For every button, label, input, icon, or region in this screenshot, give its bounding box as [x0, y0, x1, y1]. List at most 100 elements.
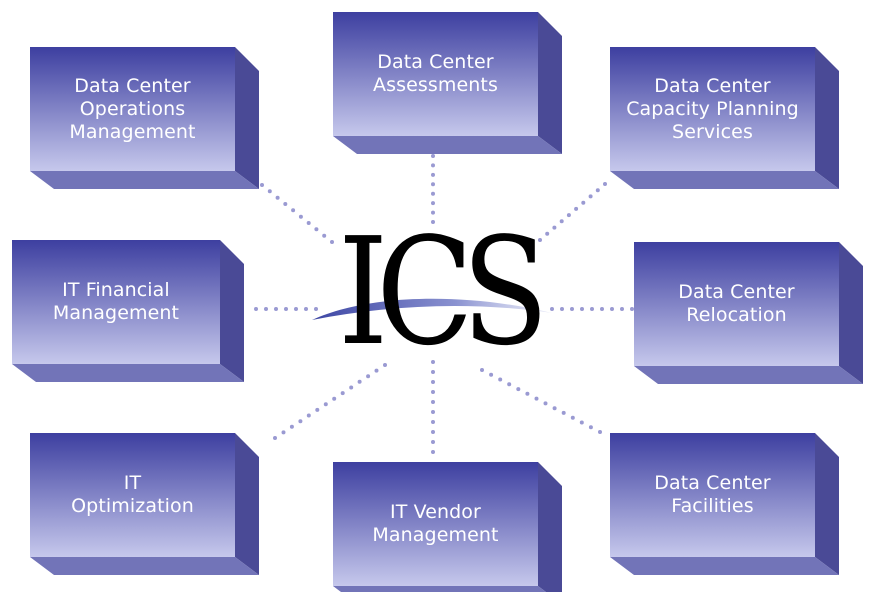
- connector-dot: [561, 410, 566, 415]
- connector-dot: [431, 380, 435, 384]
- ics-logo: ICS: [300, 206, 560, 378]
- connector-dot: [507, 382, 512, 387]
- box-front-face: [610, 433, 815, 557]
- box-bottom-face: [610, 557, 839, 575]
- box-bottom-face: [634, 366, 863, 384]
- connector-dot: [291, 208, 296, 213]
- connector-dot: [525, 391, 530, 396]
- box-side-face: [815, 433, 839, 575]
- box-side-face: [839, 242, 863, 384]
- box-front-face: [610, 47, 815, 171]
- connector-dot: [431, 360, 435, 364]
- connector-dot: [431, 370, 435, 374]
- box-3d-shape: [30, 47, 259, 189]
- box-front-face: [30, 47, 235, 171]
- box-bottom-face: [610, 171, 839, 189]
- connector-dot: [383, 363, 387, 367]
- box-label: IT Financial Management: [52, 279, 180, 324]
- connector-dot: [552, 225, 557, 230]
- box-label: IT Optimization: [71, 472, 194, 517]
- connector-dot: [580, 307, 584, 311]
- box-side-face: [815, 47, 839, 189]
- box-side-face: [538, 12, 562, 154]
- connector-dot: [349, 385, 354, 390]
- connector-dot: [431, 400, 435, 404]
- connector-dot: [431, 172, 435, 177]
- box-bottom-face: [333, 136, 562, 154]
- connector-dot: [322, 233, 327, 238]
- connector-dot: [323, 402, 328, 407]
- box-bottom-face: [12, 364, 244, 382]
- box-3d-shape: [610, 47, 839, 189]
- connector-dot: [431, 201, 435, 206]
- connector-dot: [574, 206, 579, 211]
- logo-swoosh-icon: [312, 298, 552, 320]
- connector-dot: [267, 189, 272, 194]
- connector-dot: [284, 307, 288, 311]
- box-bottom-face: [30, 171, 259, 189]
- connector-dot: [283, 202, 288, 206]
- box-3d-shape: [12, 240, 244, 382]
- connector-dot: [314, 307, 318, 311]
- connector-dot: [610, 307, 614, 311]
- connector-dot: [516, 387, 521, 392]
- connector-dot: [489, 372, 494, 377]
- connector-dot: [431, 210, 435, 215]
- box-label: Data Center Operations Management: [69, 74, 196, 143]
- connector-dot: [534, 396, 539, 401]
- connector-dot: [431, 430, 435, 434]
- box-label: Data Center Relocation: [678, 281, 795, 326]
- connector-dot: [550, 307, 554, 311]
- connector-dot: [260, 183, 264, 187]
- connector-dot: [560, 307, 564, 311]
- connector-dot: [431, 440, 435, 444]
- logo-text: ICS: [338, 206, 549, 378]
- box-bottom-face: [30, 557, 259, 575]
- box-label: IT Vendor Management: [372, 501, 499, 546]
- connector-dot: [315, 407, 320, 412]
- connector-dot: [620, 307, 624, 311]
- box-side-face: [235, 47, 259, 189]
- connector-dot: [431, 163, 435, 168]
- box-side-face: [220, 240, 244, 382]
- connector-dot: [579, 420, 584, 425]
- connector-dot: [314, 227, 319, 232]
- box-front-face: [30, 433, 235, 557]
- connector-dot: [289, 424, 294, 429]
- connector-dot: [264, 307, 268, 311]
- connector-dot: [330, 240, 334, 244]
- connector-dot: [273, 436, 277, 440]
- connector-dot: [588, 194, 593, 199]
- connector-dot: [581, 200, 586, 205]
- connector-dot: [570, 307, 574, 311]
- connector-dot: [595, 188, 600, 193]
- box-3d-shape: [333, 462, 562, 592]
- box-side-face: [538, 462, 562, 592]
- connector-dot: [588, 425, 593, 430]
- box-3d-shape: [333, 12, 562, 154]
- connector-dot: [630, 307, 634, 311]
- connector-dot: [274, 307, 278, 311]
- connector-dot: [431, 182, 435, 187]
- connector-dot: [306, 413, 311, 418]
- connector-dot: [603, 182, 607, 186]
- connector-dot: [566, 213, 571, 218]
- box-front-face: [12, 240, 220, 364]
- connector-dot: [570, 415, 575, 420]
- box-front-face: [333, 462, 538, 586]
- connector-dot: [498, 377, 503, 382]
- connector-dot: [298, 214, 303, 219]
- connector-dot: [480, 368, 484, 372]
- connector-dot: [598, 430, 602, 434]
- box-3d-shape: [634, 242, 863, 384]
- connector-dot: [552, 406, 557, 411]
- connector-dot: [431, 154, 435, 158]
- connector-dot: [538, 238, 542, 242]
- connector-dot: [306, 221, 311, 225]
- connector-dot: [600, 307, 604, 311]
- connector-dot: [545, 231, 550, 236]
- box-label: Data Center Capacity Planning Services: [626, 74, 799, 143]
- connector-dot: [304, 307, 308, 311]
- box-label: Data Center Facilities: [654, 472, 771, 517]
